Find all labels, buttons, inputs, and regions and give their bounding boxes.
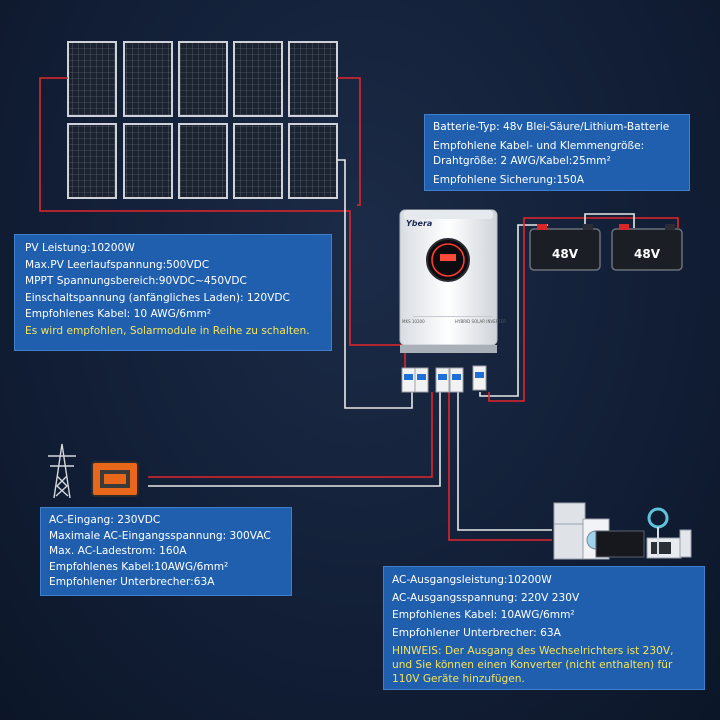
- solar-panel: [123, 41, 173, 117]
- grid-pylon-icon: [48, 443, 76, 499]
- solar-panel: [67, 41, 117, 117]
- solar-panel-array: [67, 41, 338, 199]
- solar-panel: [178, 123, 228, 199]
- solar-panel: [67, 123, 117, 199]
- battery-wire-size-text: Drahtgröße: 2 AWG/Kabel:25mm²: [433, 155, 611, 167]
- ac-input-cable-text: Empfohlenes Kabel:10AWG/6mm²: [49, 560, 229, 573]
- ac-output-wires: [448, 392, 552, 541]
- solar-panel: [178, 41, 228, 117]
- note-label: HINWEIS:: [392, 645, 442, 658]
- pv-open-circuit-text: Max.PV Leerlaufspannung:500VDC: [25, 258, 210, 271]
- ac-output-spec-box: AC-Ausgangsleistung:10200W AC-Ausgangssp…: [383, 566, 705, 690]
- pv-mppt-range-text: MPPT Spannungsbereich:90VDC~450VDC: [25, 275, 247, 288]
- pv-power-text: PV Leistung:10200W: [25, 242, 135, 254]
- ac-charge-current-text: Max. AC-Ladestrom: 160A: [49, 545, 187, 557]
- battery-fuse-text: Empfohlene Sicherung:150A: [433, 174, 584, 186]
- household-appliances-icon: [553, 502, 692, 560]
- battery-spec-box: Batterie-Typ: 48v Blei-Säure/Lithium-Bat…: [424, 114, 690, 191]
- note-text: Der Ausgang des Wechselrichters ist 230V…: [392, 645, 674, 686]
- solar-panel: [288, 41, 338, 117]
- ac-input-voltage-text: AC-Eingang: 230VDC: [49, 514, 161, 526]
- inverter: [399, 209, 498, 353]
- battery-type-text: Batterie-Typ: 48v Blei-Säure/Lithium-Bat…: [433, 121, 670, 133]
- solar-panel: [123, 123, 173, 199]
- inverter-type: HYBRID SOLAR INVERTER: [455, 319, 506, 324]
- ac-output-power-text: AC-Ausgangsleistung:10200W: [392, 574, 552, 586]
- solar-panel: [233, 123, 283, 199]
- battery-wires: [479, 213, 679, 402]
- generator-icon: [91, 461, 139, 497]
- circuit-breakers: [401, 365, 487, 393]
- battery-cable-heading: Empfohlene Kabel- und Klemmengröße:: [433, 140, 645, 152]
- pv-series-note: Es wird empfohlen, Solarmodule in Reihe …: [25, 324, 310, 337]
- ac-input-wires: [148, 392, 441, 487]
- ac-output-note: HINWEIS: Der Ausgang des Wechselrichters…: [392, 644, 696, 686]
- solar-panel: [288, 123, 338, 199]
- battery-label-1: 48V: [552, 247, 578, 261]
- inverter-brand: Ybera: [406, 219, 433, 228]
- solar-panel: [233, 41, 283, 117]
- battery: [529, 228, 601, 271]
- pv-startup-voltage-text: Einschaltspannung (anfängliches Laden): …: [25, 291, 290, 304]
- battery: [611, 228, 683, 271]
- ac-output-cable-text: Empfohlenes Kabel: 10AWG/6mm²: [392, 609, 575, 622]
- pv-spec-box: PV Leistung:10200W Max.PV Leerlaufspannu…: [14, 234, 332, 351]
- ac-output-voltage-text: AC-Ausgangsspannung: 220V 230V: [392, 591, 580, 604]
- ac-input-spec-box: AC-Eingang: 230VDC Maximale AC-Eingangss…: [40, 507, 292, 596]
- pv-cable-text: Empfohlenes Kabel: 10 AWG/6mm²: [25, 308, 212, 321]
- battery-bank: [529, 224, 683, 271]
- battery-label-2: 48V: [634, 247, 660, 261]
- ac-output-breaker-text: Empfohlener Unterbrecher: 63A: [392, 626, 561, 639]
- ac-input-max-voltage-text: Maximale AC-Eingangsspannung: 300VAC: [49, 529, 271, 542]
- ac-input-breaker-text: Empfohlener Unterbrecher:63A: [49, 576, 215, 588]
- inverter-model: MKS 10200: [402, 319, 425, 324]
